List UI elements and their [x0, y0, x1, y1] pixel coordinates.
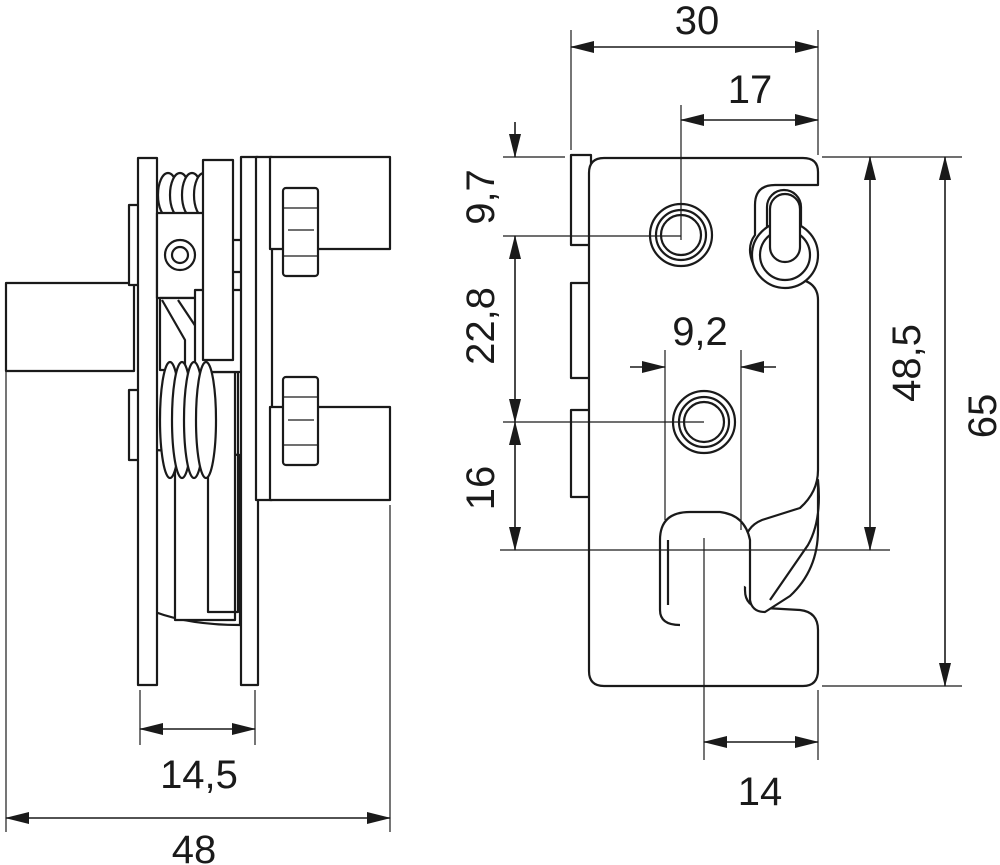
front-latch-hook [658, 478, 820, 614]
dim-lower-offset: 16 [459, 466, 503, 511]
dim-top-hole-distance: 9,7 [459, 169, 503, 225]
dim-front-width: 30 [675, 0, 720, 43]
front-view: 30 17 9,2 14 9,7 22,8 16 48,5 65 [459, 0, 1000, 814]
dim-side-plate-gap: 14,5 [160, 753, 238, 797]
dim-slot-offset: 14 [738, 770, 783, 814]
dim-latch-height: 48,5 [885, 324, 929, 402]
dim-hole-offset: 17 [728, 68, 773, 112]
side-back-plate [254, 155, 274, 502]
side-shaft [4, 281, 136, 373]
side-lower-spring [158, 360, 218, 480]
side-view: 14,5 48 [4, 155, 392, 865]
side-center-plate [201, 158, 235, 362]
dim-hole-spacing: 22,8 [459, 287, 503, 365]
dim-center-hole-width: 9,2 [672, 310, 728, 354]
side-upper-hex-nut [281, 186, 320, 278]
side-lower-hex-nut [281, 375, 320, 467]
dim-side-overall-width: 48 [172, 828, 217, 865]
side-left-plate [136, 156, 159, 687]
dim-overall-height: 65 [961, 394, 1000, 439]
